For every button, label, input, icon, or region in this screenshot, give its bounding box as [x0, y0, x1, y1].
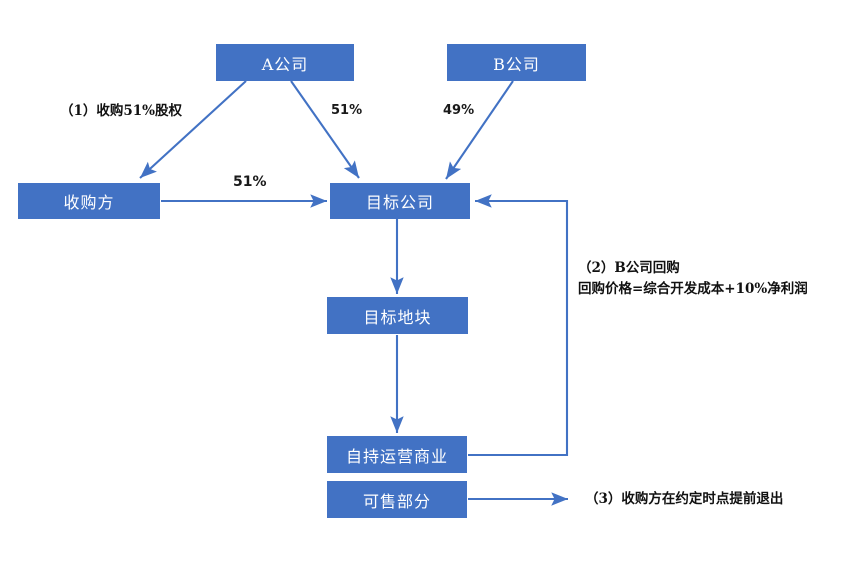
node-company-b-label: B公司: [493, 54, 540, 74]
annotation-note-2-line-1: （2）B公司回购: [578, 260, 680, 276]
node-company-a-label: A公司: [261, 54, 309, 74]
edge-label-acquirer-to-target-pct-text: 51%: [233, 174, 267, 190]
node-target-company[interactable]: 目标公司: [330, 183, 470, 219]
annotation-note-3: （3）收购方在约定时点提前退出: [585, 489, 783, 510]
edge-label-acquirer-to-target-pct: 51%: [233, 174, 267, 190]
node-company-b[interactable]: B公司: [447, 44, 586, 81]
edge-held-commercial-to-target-company-return: [468, 194, 569, 457]
node-held-commercial[interactable]: 自持运营商业: [327, 436, 467, 473]
edge-label-b-to-target-pct-text: 49%: [443, 103, 475, 118]
edge-label-b-to-target-pct: 49%: [443, 103, 474, 118]
node-held-commercial-label: 自持运营商业: [345, 446, 448, 466]
node-sellable-part[interactable]: 可售部分: [327, 481, 467, 518]
edge-label-a-to-target-pct-text: 51%: [331, 103, 363, 118]
edge-company-a-to-acquirer: [139, 80, 247, 179]
node-sellable-part-label: 可售部分: [362, 491, 431, 511]
node-acquirer[interactable]: 收购方: [18, 183, 160, 219]
node-target-parcel[interactable]: 目标地块: [327, 297, 468, 334]
edge-company-a-to-target-company: [290, 80, 360, 179]
annotation-note-1: （1）收购51%股权: [60, 101, 182, 122]
edge-company-b-to-target-company: [445, 80, 514, 180]
annotation-note-2-line-2: 回购价格=综合开发成本+10%净利润: [578, 280, 808, 297]
annotation-note-1-line-1: （1）收购51%股权: [60, 103, 183, 119]
node-target-company-label: 目标公司: [365, 193, 434, 212]
edge-label-a-to-target-pct: 51%: [331, 103, 362, 118]
node-company-a[interactable]: A公司: [216, 44, 354, 81]
node-target-parcel-label: 目标地块: [363, 307, 432, 327]
annotation-note-3-line-1: （3）收购方在约定时点提前退出: [585, 491, 784, 507]
node-acquirer-label: 收购方: [63, 193, 115, 212]
annotation-note-2: （2）B公司回购 回购价格=综合开发成本+10%净利润: [578, 258, 808, 300]
